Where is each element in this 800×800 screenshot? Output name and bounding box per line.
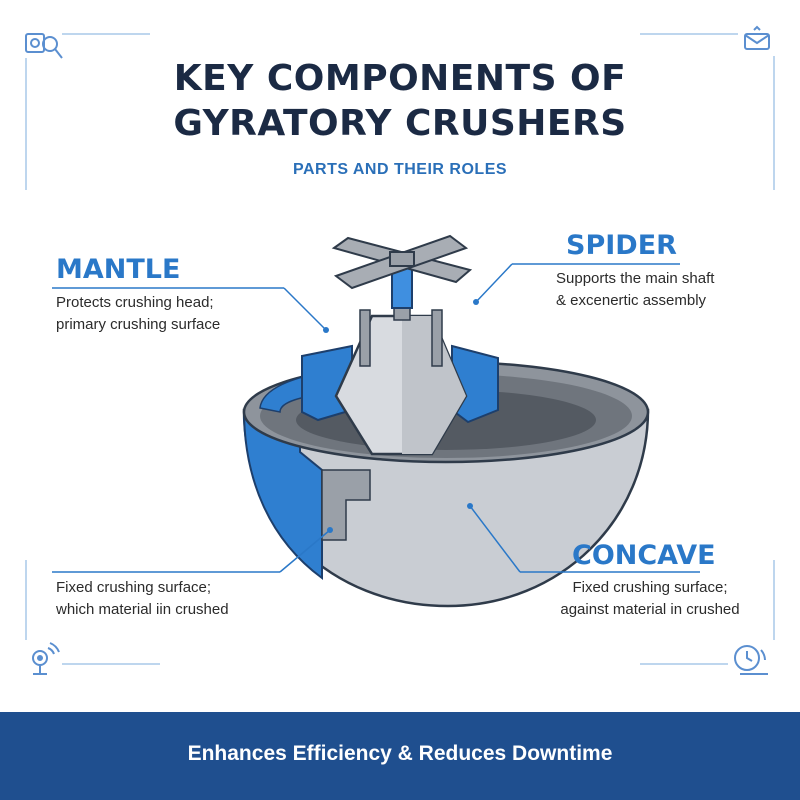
mantle-desc-line-1: Protects crushing head; bbox=[56, 294, 214, 311]
concave-heading: CONCAVE bbox=[572, 540, 716, 571]
spider-description: Supports the main shaft & excenertic ass… bbox=[556, 268, 714, 312]
page-title: KEY COMPONENTS OF GYRATORY CRUSHERS bbox=[0, 56, 800, 146]
title-line-1: KEY COMPONENTS OF bbox=[173, 58, 627, 99]
mantle-description: Protects crushing head; primary crushing… bbox=[56, 292, 220, 336]
spider-desc-line-2: & excenertic assembly bbox=[556, 292, 707, 309]
subtitle: PARTS AND THEIR ROLES bbox=[292, 161, 508, 178]
signal-icon bbox=[24, 638, 64, 678]
clock-icon bbox=[730, 636, 774, 678]
concave-desc-line-2: against material in crushed bbox=[560, 601, 740, 618]
left-lower-description: Fixed crushing surface; which material i… bbox=[56, 577, 229, 621]
mantle-desc-line-2: primary crushing surface bbox=[56, 316, 221, 333]
footer-text: Enhances Efficiency & Reduces Downtime bbox=[187, 742, 613, 765]
left-lower-desc-line-2: which material iin crushed bbox=[56, 601, 229, 618]
left-lower-desc-line-1: Fixed crushing surface; bbox=[56, 579, 212, 596]
concave-desc-line-1: Fixed crushing surface; bbox=[572, 579, 728, 596]
concave-description: Fixed crushing surface; against material… bbox=[552, 577, 748, 621]
spider-desc-line-1: Supports the main shaft bbox=[556, 270, 715, 287]
spider-heading: SPIDER bbox=[566, 230, 677, 261]
footer-banner: Enhances Efficiency & Reduces Downtime bbox=[0, 712, 800, 800]
mantle-heading: MANTLE bbox=[56, 254, 181, 285]
mail-icon bbox=[742, 24, 774, 52]
spider-cross bbox=[331, 234, 473, 290]
search-gear-icon bbox=[22, 28, 68, 68]
title-line-2: GYRATORY CRUSHERS bbox=[173, 103, 627, 144]
